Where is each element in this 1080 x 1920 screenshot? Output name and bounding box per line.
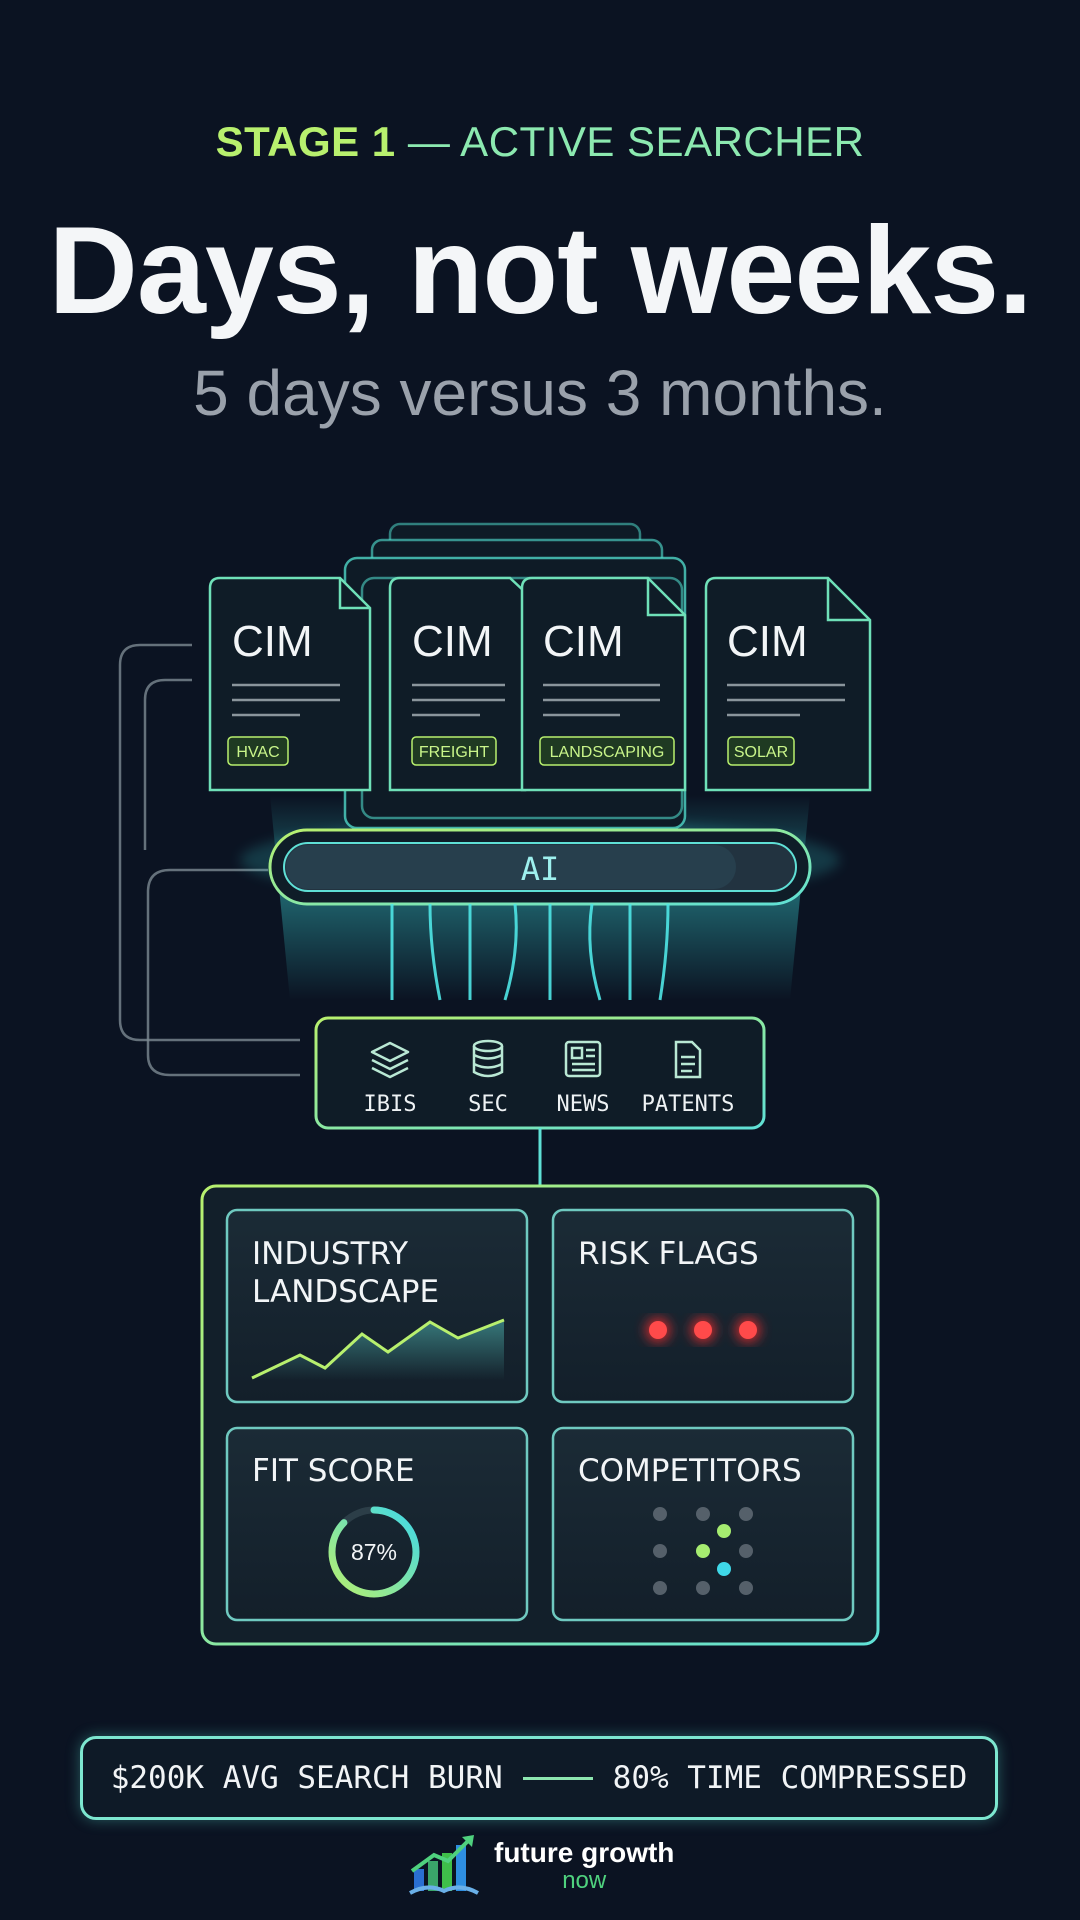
headline: Days, not weeks. [48,202,1032,340]
trend-line [251,1318,505,1380]
document-card-landscaping: CIM LANDSCAPING [520,576,687,792]
document-title: CIM [232,617,313,666]
document-card-freight: CIM FREIGHT [388,576,527,792]
ai-label: AI [521,850,560,888]
fit-score-title: FIT SCORE [252,1453,415,1489]
document-title: CIM [412,617,493,666]
stage-label: STAGE 1 — ACTIVE SEARCHER [0,118,1080,166]
brand-sub: now [562,1867,607,1894]
stage-title: — ACTIVE SEARCHER [395,118,865,165]
flow-lines [390,903,670,1001]
subhead: 5 days versus 3 months. [193,357,887,429]
trend-line-fill [252,1320,504,1380]
risk-dot [694,1321,712,1339]
source-label-ibis: IBIS [364,1092,417,1117]
fit-score-value: 87% [351,1539,397,1565]
risk-dot [649,1321,667,1339]
database-icon [472,1039,504,1078]
document-title: CIM [543,617,624,666]
fit-score-ring [328,1506,420,1598]
risk-dot [739,1321,757,1339]
competitors-panel: COMPETITORS [551,1426,855,1622]
source-label-patents: PATENTS [642,1092,735,1117]
document-tag: LANDSCAPING [550,744,665,761]
stat-divider [522,1776,593,1780]
document-tag: SOLAR [734,744,788,761]
risk-flags-title: RISK FLAGS [578,1236,759,1272]
document-tag: HVAC [236,744,279,761]
document-card-hvac: CIM HVAC [208,576,372,792]
document-tag: FREIGHT [419,744,489,761]
risk-flags-panel: RISK FLAGS [551,1208,855,1404]
brand-name: future growth [494,1837,675,1868]
source-label-news: NEWS [557,1092,610,1117]
connector-lines [118,643,300,1077]
layers-icon [370,1041,410,1079]
source-label-sec: SEC [468,1092,508,1117]
pipeline-diagram: CIM HVAC CIM FREIGHT CIM LANDSCAPING CIM… [118,522,880,1646]
sources-box: IBIS SEC NEWS PATENTS [314,1016,766,1130]
industry-title-line1: INDUSTRY [252,1236,408,1272]
competitors-title: COMPETITORS [578,1453,802,1489]
ai-processor-bar: AI [268,828,812,906]
newspaper-icon [564,1040,602,1078]
industry-title-line2: LANDSCAPE [252,1274,439,1310]
stat-time-compressed: 80% TIME COMPRESSED [612,1760,968,1796]
competitor-dots [653,1507,753,1595]
document-icon [674,1040,702,1079]
brand-logo: future growth now [404,1826,694,1906]
fit-score-panel: FIT SCORE 87% [225,1426,529,1622]
stats-bar: $200K AVG SEARCH BURN 80% TIME COMPRESSE… [80,1736,998,1820]
stage-number: STAGE 1 [215,118,396,165]
document-card-solar: CIM SOLAR [704,576,872,792]
stat-search-burn: $200K AVG SEARCH BURN [110,1760,503,1796]
industry-landscape-panel: INDUSTRY LANDSCAPE [225,1208,529,1404]
document-title: CIM [727,617,808,666]
growth-chart-icon [409,1835,479,1895]
